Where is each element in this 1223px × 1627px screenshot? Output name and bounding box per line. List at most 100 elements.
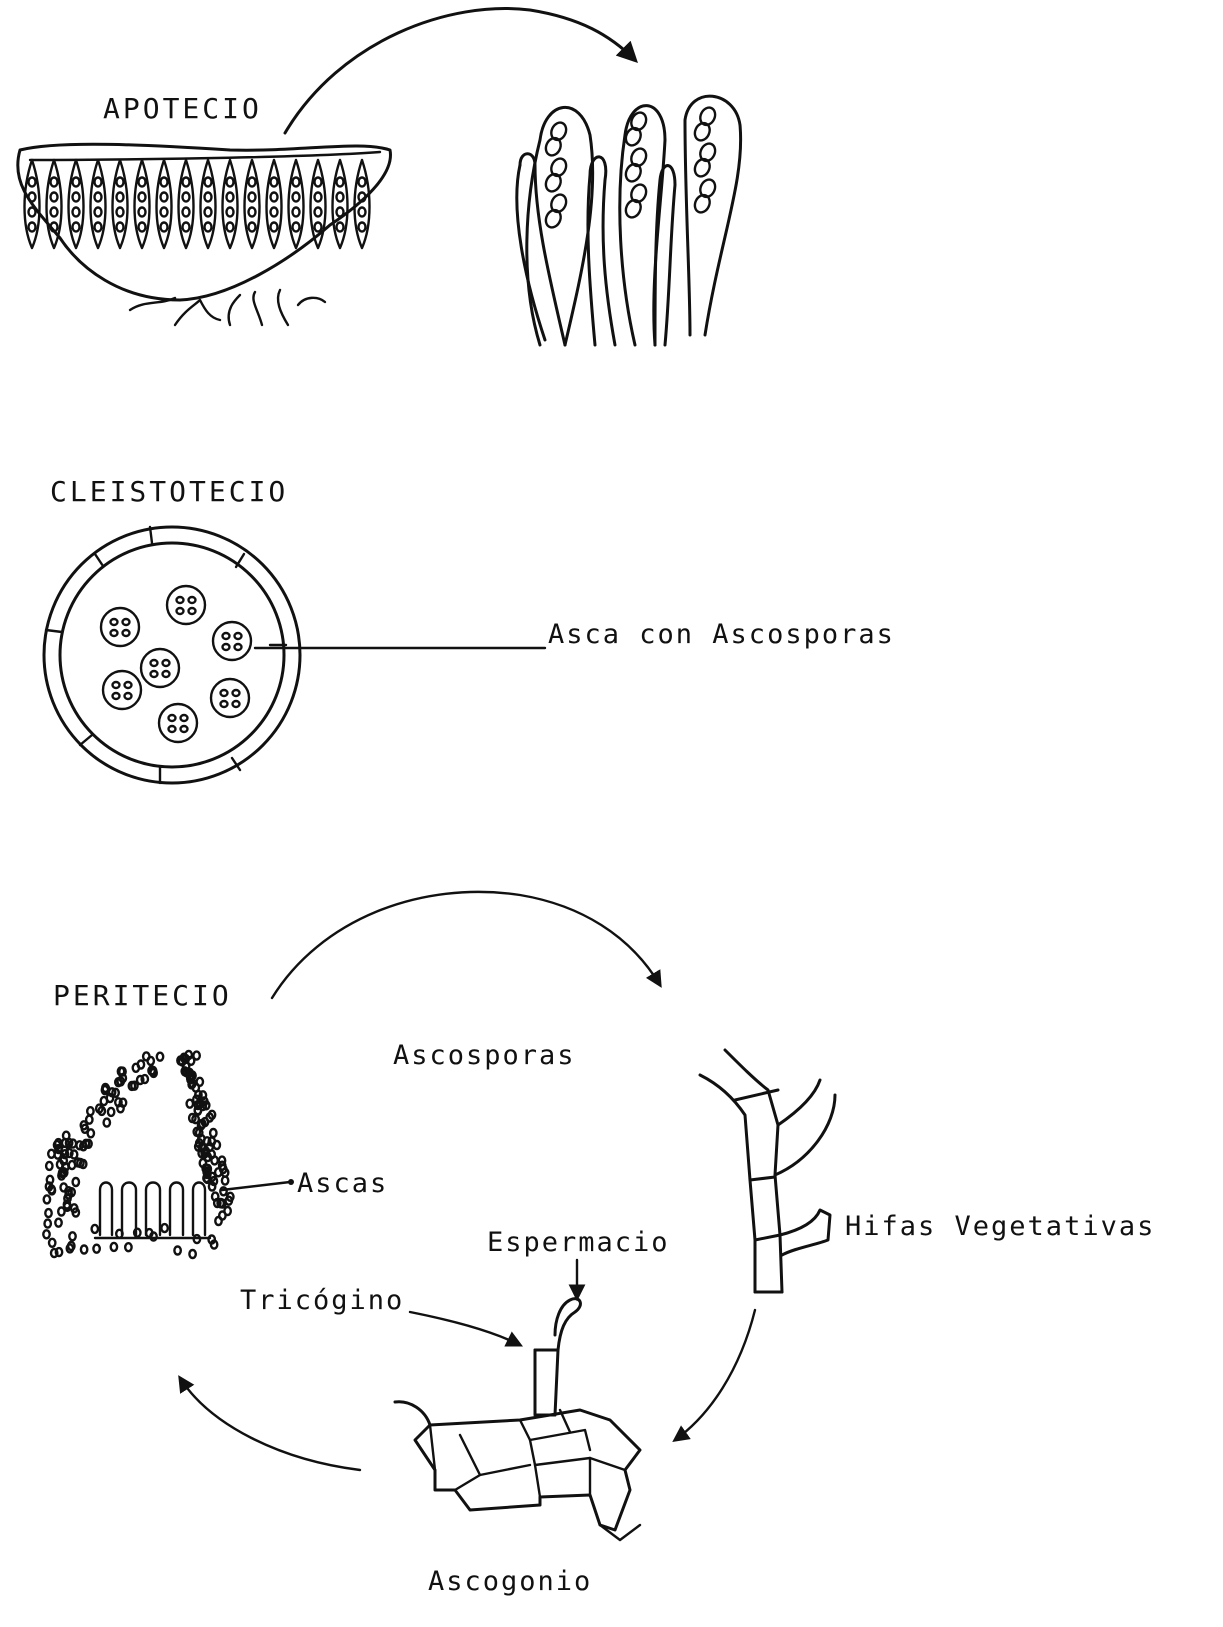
arrow-apotecio-to-asci [285,9,635,133]
apotecio-spore [359,208,366,217]
ascospore [111,619,118,625]
asci-paraphyses-illustration [517,96,741,345]
peritecio-cell [44,1195,50,1203]
peritecio-cell [117,1104,123,1112]
peritecio-cell [47,1176,53,1184]
apotecio-spore [161,193,168,202]
peritecio-cell [58,1208,64,1216]
peritecio-cell [210,1129,216,1137]
cleistotecio-illustration [44,527,545,783]
apotecio-spore [227,178,234,187]
label-peritecio: PERITECIO [53,979,232,1012]
peritecio-cell [81,1246,87,1254]
apotecio-spore [95,223,102,232]
apotecio-spore [29,193,36,202]
label-hifas-vegetativas: Hifas Vegetativas [845,1211,1155,1242]
ascospore [233,690,240,696]
peritecio-cell [142,1075,148,1083]
ascospore [235,633,242,639]
apotecio-spore [337,208,344,217]
ascospore [177,608,184,614]
apotecio-spore [183,193,190,202]
peritecio-cell [55,1219,61,1227]
ascospore [223,633,230,639]
apotecio-spore [271,193,278,202]
apotecio-spore [161,208,168,217]
ascospore [113,682,120,688]
apotecio-spore [205,223,212,232]
apotecio-spore [249,223,256,232]
apotecio-spore [73,193,80,202]
peritecio-cell [193,1052,199,1060]
apotecio-spore [139,223,146,232]
apotecio-spore [73,208,80,217]
peritecio-cell [93,1245,99,1253]
ascospore [181,726,188,732]
peritecio-cell [101,1097,107,1105]
peritecio-cell [43,1230,49,1238]
ascospore [125,693,132,699]
peritecio-cell [87,1107,93,1115]
apotecio-spore [227,193,234,202]
ascospore [169,715,176,721]
apotecio-spore [315,223,322,232]
ascus [159,704,197,742]
apotecio-spore [117,193,124,202]
apotecio-spore [183,223,190,232]
apotecio-spore [293,178,300,187]
apotecio-ascus [179,160,194,248]
ascus [103,671,141,709]
ascospore [123,630,130,636]
peritecio-cell [61,1157,67,1165]
ascus [213,622,251,660]
peritecio-cell [104,1119,110,1127]
apotecio-ascus [91,160,106,248]
peritecio-cell [224,1207,230,1215]
peritecio-cell [51,1249,57,1257]
apotecio-spore [183,178,190,187]
arrow-ascogonio-to-peritecio [180,1378,360,1470]
peritecio-cell [125,1243,131,1251]
apotecio-spore [205,178,212,187]
peritecio-cell [61,1183,67,1191]
label-ascas: Ascas [297,1168,388,1199]
apotecio-spore [29,223,36,232]
peritecio-cell [197,1078,203,1086]
ascospore [163,671,170,677]
apotecio-ascus [267,160,282,248]
apotecio-spore [95,208,102,217]
apotecio-spore [51,208,58,217]
label-espermacio: Espermacio [487,1227,670,1258]
apotecio-spore [183,208,190,217]
apotecio-spore [293,223,300,232]
ascospore [233,701,240,707]
apotecio-spore [293,193,300,202]
label-asca-con-ascosporas: Asca con Ascosporas [548,619,895,650]
ascospore [169,726,176,732]
peritecio-cell [55,1139,61,1147]
apotecio-spore [337,193,344,202]
peritecio-cell [161,1224,167,1232]
ascus [167,586,205,624]
peritecio-cell [46,1162,52,1170]
apotecio-spore [359,178,366,187]
peritecio-cell [111,1243,117,1251]
ascospore [189,597,196,603]
label-tricogino: Tricógino [240,1285,404,1316]
label-ascosporas: Ascosporas [393,1040,576,1071]
apotecio-spore [249,178,256,187]
apotecio-ascus [113,160,128,248]
peritecio-cell [174,1247,180,1255]
apotecio-spore [271,178,278,187]
ascospore [113,693,120,699]
peritecio-cell [73,1178,79,1186]
apotecio-spore [139,193,146,202]
peritecio-cell [49,1239,55,1247]
apotecio-ascus [201,160,216,248]
apotecio-spore [161,223,168,232]
ascospore [221,690,228,696]
apotecio-ascus [157,160,172,248]
apotecio-spore [117,208,124,217]
ascospore [189,608,196,614]
